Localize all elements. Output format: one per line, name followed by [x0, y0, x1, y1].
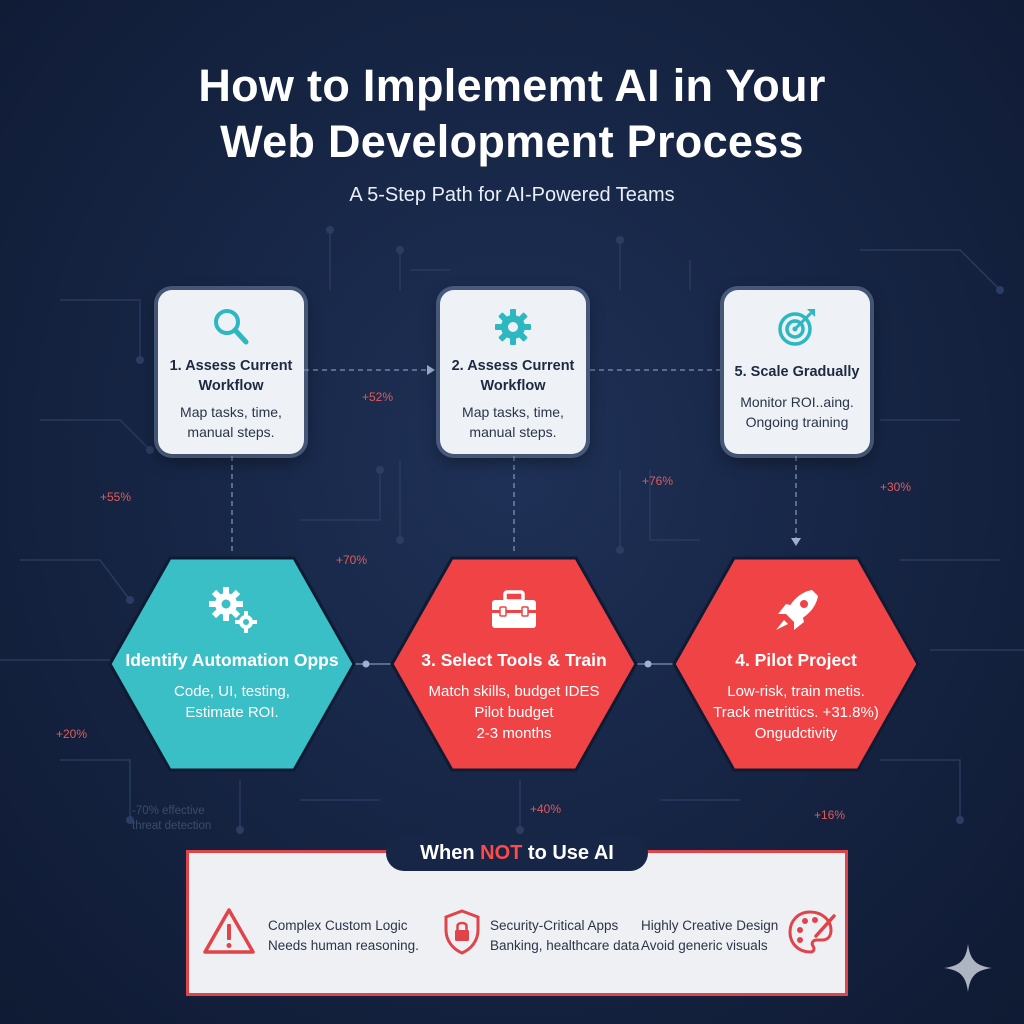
gear-icon [495, 309, 531, 345]
panel-heading-post: to Use AI [522, 842, 614, 864]
faded-text-line: threat detection [132, 820, 212, 832]
warning-item-security: Security-Critical Apps Banking, healthca… [490, 916, 639, 956]
hexagon-description: Low-risk, train metis. Track metrittics.… [672, 681, 920, 744]
hexagon-desc-line: Pilot budget [474, 704, 554, 721]
toolbox-icon [492, 590, 536, 628]
percent-label: +52% [362, 390, 394, 404]
percent-label: +16% [814, 808, 846, 822]
when-not-to-use-panel [186, 850, 848, 996]
step-hexagon-select-tools: 3. Select Tools & Train Match skills, bu… [390, 556, 638, 772]
hexagon-title: Identify Automation Opps [125, 650, 339, 670]
panel-heading-pre: When [420, 842, 481, 864]
step-card-desc-line: Monitor ROI..aing. [740, 394, 854, 410]
gears-icon [209, 587, 257, 633]
step-card-title: 2. Assess Current Workflow [440, 356, 586, 396]
hexagon-shape [390, 556, 638, 772]
hexagon-shape [672, 556, 920, 772]
title-line-1: How to Implememt AI in Your [198, 60, 826, 111]
hexagon-desc-line: 2-3 months [476, 725, 552, 742]
hexagon-desc-line: Match skills, budget IDES [428, 683, 600, 700]
hexagon-desc-line: Low-risk, train metis. [727, 683, 865, 700]
percent-label: +20% [56, 727, 88, 741]
step-card-description: Map tasks, time, manual steps. [158, 402, 304, 442]
percent-label: +55% [100, 490, 132, 504]
percent-label: +40% [530, 802, 562, 816]
step-card-5: 5. Scale Gradually Monitor ROI..aing. On… [724, 290, 870, 454]
hexagon-description: Match skills, budget IDES Pilot budget 2… [390, 681, 638, 744]
panel-heading: When NOT to Use AI [386, 835, 648, 871]
palette-icon [788, 910, 836, 954]
step-hexagon-identify: Identify Automation Opps Code, UI, testi… [108, 556, 356, 772]
step-card-description: Monitor ROI..aing. Ongoing training [724, 392, 870, 432]
page-title: How to Implememt AI in Your Web Developm… [0, 58, 1024, 170]
faded-background-text: -70% effective threat detection [132, 804, 211, 834]
hexagon-title: 3. Select Tools & Train [421, 650, 607, 670]
warning-item-desc: Needs human reasoning. [268, 938, 419, 953]
step-card-desc-line: manual steps. [469, 424, 557, 440]
hexagon-description: Code, UI, testing, Estimate ROI. [108, 681, 356, 723]
sparkle-icon [944, 944, 992, 992]
hexagon-desc-line: Track metrittics. +31.8%) [713, 704, 879, 721]
target-arrow-icon [778, 309, 815, 346]
step-card-title: 1. Assess Current Workflow [158, 356, 304, 396]
hexagon-desc-line: Estimate ROI. [185, 704, 279, 721]
step-card-1: 1. Assess Current Workflow Map tasks, ti… [158, 290, 304, 454]
percent-label: +30% [880, 480, 912, 494]
warning-item-title: Security-Critical Apps [490, 918, 619, 933]
hexagon-title: 4. Pilot Project [735, 650, 857, 670]
step-card-description: Map tasks, time, manual steps. [440, 402, 586, 442]
hexagon-desc-line: Ongudctivity [754, 725, 838, 742]
magnifier-icon [214, 309, 249, 345]
panel-heading-emphasis: NOT [480, 842, 523, 864]
step-card-title-line: 2. Assess Current [451, 358, 575, 374]
security-shield-icon [444, 909, 480, 955]
hexagon-shape [108, 556, 356, 772]
rocket-icon [776, 590, 818, 630]
warning-triangle-icon [203, 908, 255, 954]
faded-text-line: -70% effective [132, 805, 205, 817]
warning-item-creative-design: Highly Creative Design Avoid generic vis… [641, 916, 778, 956]
warning-item-title: Highly Creative Design [641, 918, 779, 933]
percent-label: +70% [336, 553, 368, 567]
percent-label: +76% [642, 474, 674, 488]
title-line-2: Web Development Process [220, 116, 804, 167]
warning-item-desc: Avoid generic visuals [641, 938, 768, 953]
step-card-title: 5. Scale Gradually [724, 362, 870, 382]
step-card-title-line: Workflow [480, 378, 546, 394]
step-card-title-line: 1. Assess Current [169, 358, 293, 374]
step-card-desc-line: Map tasks, time, [462, 404, 564, 420]
page-subtitle: A 5-Step Path for AI-Powered Teams [349, 184, 675, 206]
warning-item-complex-logic: Complex Custom Logic Needs human reasoni… [268, 916, 419, 956]
step-card-desc-line: Map tasks, time, [180, 404, 282, 420]
warning-item-title: Complex Custom Logic [268, 918, 408, 933]
step-card-desc-line: Ongoing training [745, 414, 849, 430]
step-card-2: 2. Assess Current Workflow Map tasks, ti… [440, 290, 586, 454]
hexagon-desc-line: Code, UI, testing, [174, 683, 290, 700]
warning-item-desc: Banking, healthcare data [490, 938, 640, 953]
step-card-title-line: Workflow [198, 378, 264, 394]
step-card-title-line: 5. Scale Gradually [734, 364, 860, 380]
step-hexagon-pilot: 4. Pilot Project Low-risk, train metis. … [672, 556, 920, 772]
step-card-desc-line: manual steps. [187, 424, 275, 440]
